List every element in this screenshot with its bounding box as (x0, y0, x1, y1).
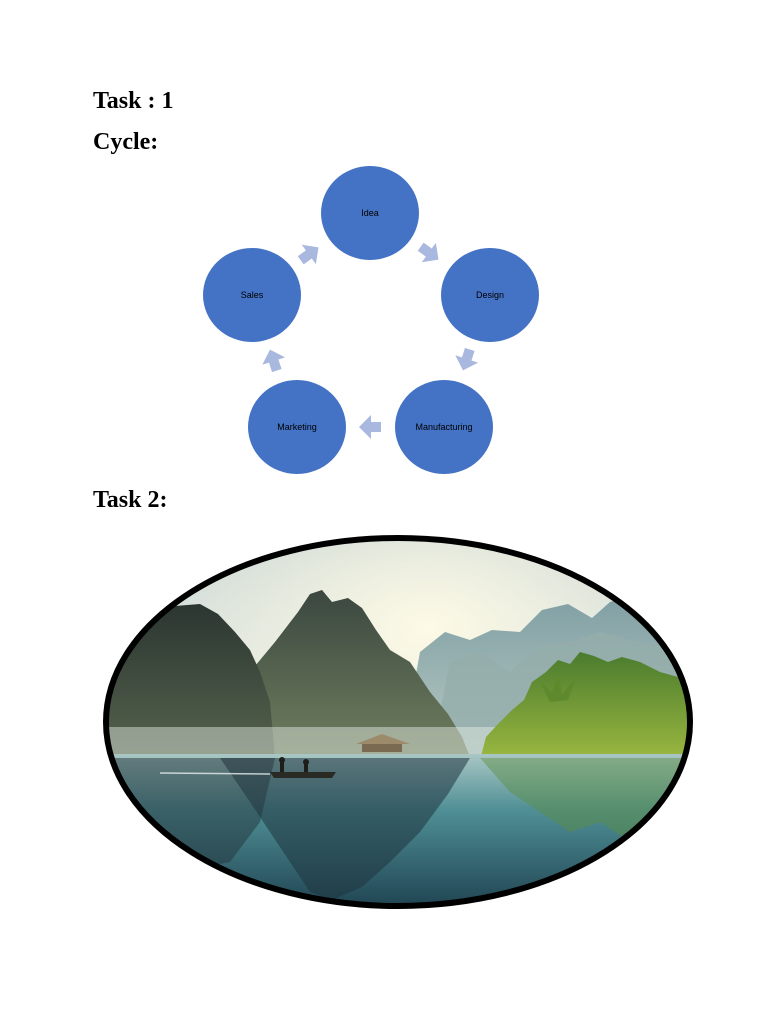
node-circle (321, 166, 419, 260)
node-label-sales: Sales (241, 290, 264, 300)
right-trees (480, 652, 690, 760)
arrow-idea-to-design (417, 242, 439, 263)
arrow-sales-to-idea (297, 244, 319, 265)
landscape-image (103, 535, 693, 909)
node-circle (248, 380, 346, 474)
cycle-node-marketing: Marketing (248, 380, 346, 474)
node-circle (395, 380, 493, 474)
node-label-idea: Idea (361, 208, 379, 218)
task2-heading: Task 2: (93, 487, 168, 513)
node-circle (203, 248, 301, 342)
task1-heading: Task : 1 (93, 88, 174, 114)
oval-frame (103, 535, 693, 909)
cycle-node-idea: Idea (321, 166, 419, 260)
arrow-design-to-manufacturing (455, 347, 479, 371)
hut (356, 734, 410, 752)
central-peak (220, 590, 470, 757)
peak-reflection (220, 758, 470, 900)
node-label-manufacturing: Manufacturing (415, 422, 472, 432)
cycle-arrows (262, 242, 479, 439)
cycle-node-design: Design (441, 248, 539, 342)
node-circle (441, 248, 539, 342)
boat (159, 757, 336, 778)
node-label-marketing: Marketing (277, 422, 317, 432)
arrow-manufacturing-to-marketing (359, 415, 381, 439)
cycle-node-manufacturing: Manufacturing (395, 380, 493, 474)
node-label-design: Design (476, 290, 504, 300)
left-mountain (106, 604, 275, 757)
cycle-node-sales: Sales (203, 248, 301, 342)
palm-fronds (540, 672, 576, 702)
arrow-marketing-to-sales (262, 349, 286, 373)
cycle-heading: Cycle: (93, 129, 159, 155)
